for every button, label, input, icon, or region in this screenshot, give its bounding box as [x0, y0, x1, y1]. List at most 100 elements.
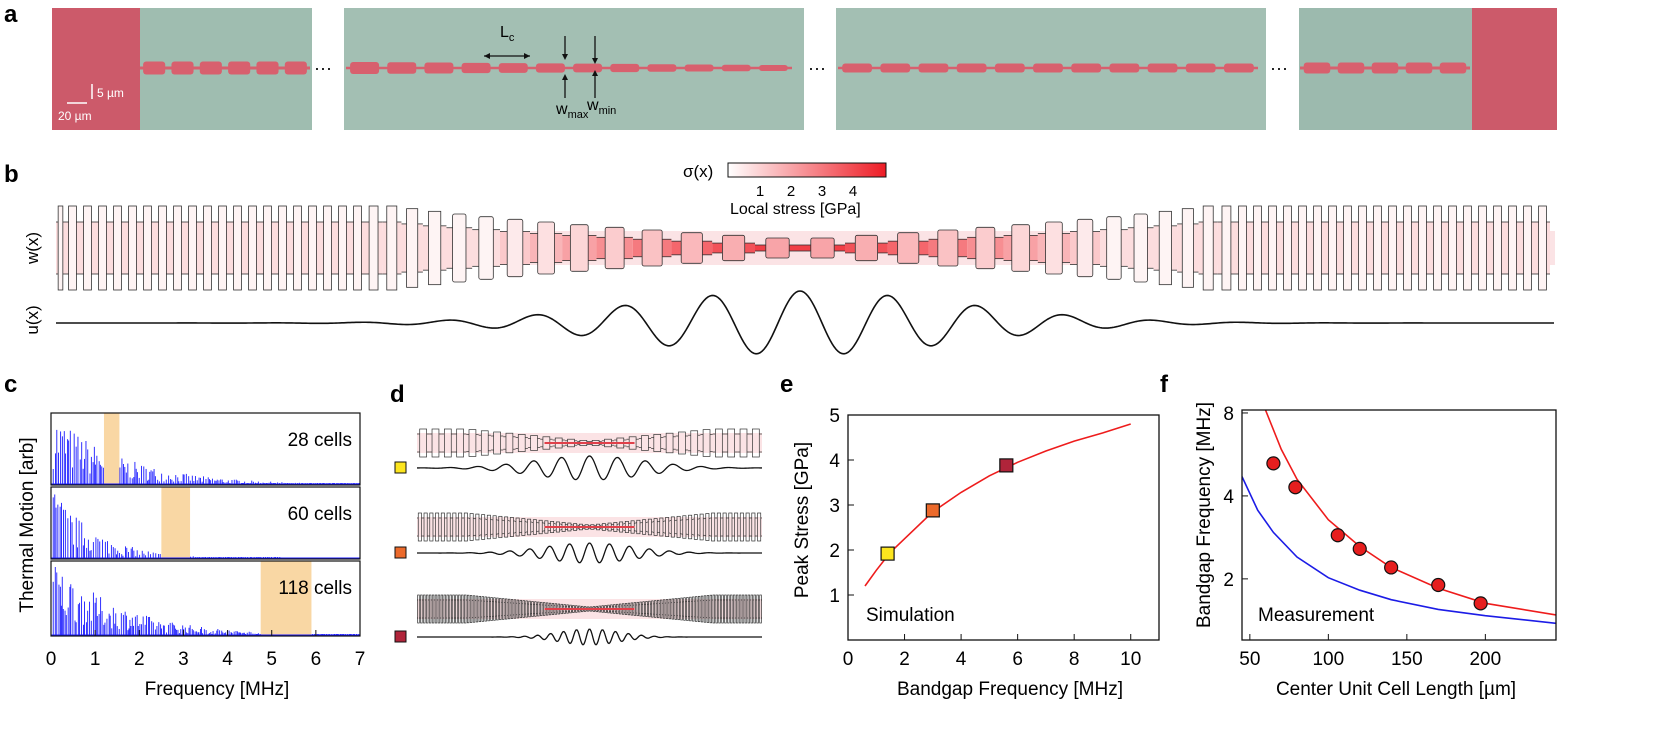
- beam-pad: [171, 61, 194, 75]
- mini-pad: [525, 600, 528, 618]
- beam-pad: [1071, 63, 1102, 73]
- beam-pad: [535, 63, 565, 73]
- mini-pad: [417, 594, 420, 624]
- mini-pad: [498, 515, 503, 539]
- e-data-point: [925, 503, 940, 518]
- mini-pad: [728, 512, 733, 542]
- mini-pad: [463, 512, 468, 542]
- mini-pad: [659, 599, 663, 619]
- beam-pad: [233, 205, 242, 291]
- f-x-tick-label: 200: [1469, 649, 1501, 670]
- mini-pad: [692, 596, 695, 622]
- x-tick-label: 5: [266, 649, 277, 670]
- beam-pad: [1523, 205, 1532, 291]
- beam-pad: [1253, 205, 1262, 291]
- mini-pad: [751, 512, 756, 542]
- mini-pad: [686, 597, 689, 621]
- beam-pad: [1045, 221, 1063, 275]
- beam-pad: [1448, 205, 1457, 291]
- mini-pad: [739, 428, 748, 458]
- x-tick-label: 1: [90, 649, 101, 670]
- panel-letter-a: a: [4, 1, 18, 28]
- mini-pad: [452, 512, 457, 542]
- panel-letter-b: b: [4, 161, 19, 188]
- mini-pad: [718, 594, 721, 624]
- f-frame: [1241, 409, 1557, 641]
- mini-pad: [472, 595, 476, 623]
- panel-letter-d: d: [390, 381, 405, 408]
- mini-pad: [653, 434, 662, 452]
- beam-pad: [956, 63, 987, 73]
- label-wmin: wmin: [586, 97, 616, 117]
- beam-pad: [1328, 205, 1337, 291]
- mini-pad: [745, 512, 750, 542]
- x-tick-label: 2: [134, 649, 145, 670]
- mini-pad: [540, 601, 543, 617]
- mini-pad: [695, 596, 698, 622]
- mini-pad: [676, 515, 681, 539]
- f-annotation: Measurement: [1258, 605, 1375, 626]
- mini-pad: [734, 512, 739, 542]
- colorbar-tick-label: 2: [787, 183, 795, 200]
- mini-pad: [464, 594, 467, 624]
- mini-pad: [431, 594, 435, 624]
- mini-pad: [510, 599, 514, 619]
- beam-pad: [248, 205, 257, 291]
- beam-pad: [684, 64, 714, 72]
- e-y-tick-label: 5: [829, 406, 840, 427]
- mini-pad: [461, 594, 464, 624]
- mini-pad: [682, 515, 687, 539]
- mini-pad: [429, 512, 434, 542]
- arrowhead-wmax-top: [562, 54, 568, 60]
- f-data-point: [1352, 541, 1367, 556]
- e-ylabel: Peak Stress [GPa]: [792, 442, 813, 598]
- e-data-point: [880, 546, 895, 561]
- beam-pad: [498, 63, 528, 73]
- beam-pad: [57, 205, 64, 291]
- beam-pad: [641, 229, 663, 267]
- beam-pad: [758, 65, 788, 71]
- beam-pad: [256, 61, 279, 75]
- mini-pad: [665, 599, 669, 619]
- mini-pad: [444, 428, 452, 458]
- x-tick-label: 4: [222, 649, 233, 670]
- mini-pad: [530, 435, 538, 451]
- mini-pad: [700, 595, 704, 623]
- spectrum-frame: [50, 412, 361, 486]
- mini-pad: [711, 512, 716, 542]
- beam-pad: [506, 218, 524, 278]
- series-label: 28 cells: [288, 430, 352, 451]
- panel-letter-c: c: [4, 371, 17, 398]
- mini-pad: [706, 595, 710, 623]
- mini-pad: [716, 512, 721, 542]
- mini-pad: [490, 597, 493, 621]
- mini-pad: [527, 518, 532, 536]
- beam-pad: [278, 205, 287, 291]
- mini-pad: [693, 514, 698, 540]
- mini-pad: [756, 594, 759, 624]
- e-data-point: [999, 458, 1014, 473]
- beam-pad: [113, 205, 122, 291]
- label-Lc: Lc: [500, 24, 515, 44]
- mini-pad: [757, 512, 762, 542]
- mini-pad: [532, 519, 537, 535]
- mini-pad: [509, 517, 514, 537]
- mini-pad: [517, 434, 526, 452]
- beam-pad: [842, 63, 872, 73]
- mini-pad: [466, 594, 470, 624]
- mini-beam-3: [394, 594, 762, 646]
- mini-pad: [744, 594, 748, 624]
- mini-pad: [680, 597, 683, 621]
- beam-pad: [680, 232, 703, 264]
- beam-pad: [937, 229, 959, 267]
- beam-pad: [1418, 205, 1427, 291]
- colorbar-title: Local stress [GPa]: [730, 201, 861, 218]
- beam-pad: [98, 205, 107, 291]
- mini-pad: [697, 595, 701, 623]
- beam-pad: [1238, 205, 1247, 291]
- beam-pad: [765, 237, 790, 259]
- mini-pad: [534, 601, 537, 617]
- mini-pad: [705, 513, 710, 541]
